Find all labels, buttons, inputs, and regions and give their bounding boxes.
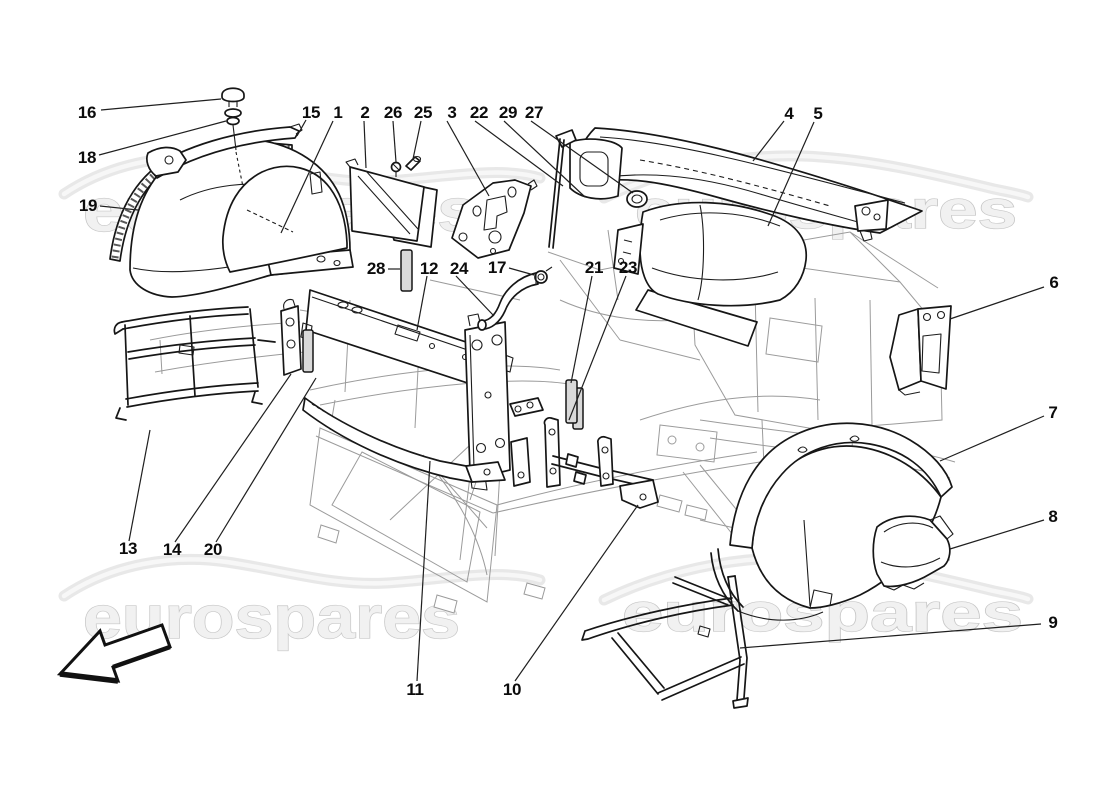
part-label-27: 27 [524,103,544,122]
leader-21 [570,275,593,384]
part-28-foam-pad [400,249,413,292]
leader-24 [455,275,495,317]
leader-10 [514,504,639,682]
leader-14 [174,373,292,543]
part-label-12: 12 [419,259,439,278]
part-label-25: 25 [413,103,433,122]
leader-27 [530,120,634,194]
part-label-19: 19 [78,196,98,215]
leader-22 [474,120,564,187]
part-13-tube-stand [113,306,276,421]
leader-6 [949,286,1045,320]
part-label-26: 26 [383,103,403,122]
part-label-7: 7 [1048,403,1058,422]
part-label-18: 18 [77,148,97,167]
part-4-5-windscreen-header-rail [548,127,923,249]
leader-29 [503,120,586,198]
part-21-foam-pad [565,379,578,424]
part-label-3: 3 [447,103,457,122]
part-label-28: 28 [366,259,386,278]
part-label-23: 23 [618,258,638,277]
part-20-foam-pad [302,329,314,373]
part-8-corner-panel [872,515,954,591]
leader-3 [446,120,490,197]
part-label-20: 20 [203,540,223,559]
cowl-duct-assembly [613,201,808,347]
leader-2 [363,120,367,169]
part-label-9: 9 [1048,613,1058,632]
part-label-17: 17 [487,258,507,277]
leader-1 [280,120,334,234]
part-14-pillar-bracket [280,298,302,376]
part-9-lower-frame [581,575,749,709]
part-label-6: 6 [1049,273,1059,292]
part-label-22: 22 [469,103,489,122]
part-label-8: 8 [1048,507,1058,526]
leader-26 [392,120,397,163]
leader-lines [98,98,1045,682]
watermark-swoosh-lower-left [58,553,546,602]
watermark-text-lower-left: eurospares [83,584,460,651]
part-label-14: 14 [162,540,182,559]
part-17-hose [477,266,553,331]
part-2-panel [345,158,438,248]
part-label-21: 21 [584,258,604,277]
leader-16 [100,98,222,111]
part-label-10: 10 [502,680,522,699]
part-16-cap [221,87,245,107]
part-label-15: 15 [301,103,321,122]
part-label-24: 24 [449,259,469,278]
leader-11 [416,460,431,682]
leader-9 [739,623,1042,649]
part-6-bracket [889,305,952,396]
leader-8 [949,519,1045,550]
part-29-end-plate [569,138,623,200]
part-10-support-bracket-assembly [509,397,659,509]
leader-17 [508,267,535,276]
part-label-4: 4 [784,104,794,123]
leader-20 [215,377,317,543]
part-27-boss [626,190,648,208]
part-label-5: 5 [813,104,823,123]
part-label-29: 29 [498,103,518,122]
leader-7 [939,415,1045,462]
leader-12 [416,275,428,331]
leader-15 [296,119,307,137]
part-1-front-wheelhouse [129,138,354,298]
leader-5 [767,121,815,227]
part-3-bracket-plate [451,179,538,259]
leader-13 [128,429,151,542]
direction-arrow-icon [56,623,172,684]
leader-18 [98,120,227,156]
part-26-screw [390,161,402,177]
leader-4 [752,120,785,162]
part-15-arch-trim-strip [146,123,303,179]
part-label-1: 1 [333,103,343,122]
leader-23 [568,275,627,421]
parts-layer [109,87,954,709]
part-label-2: 2 [360,103,370,122]
leader-19 [99,205,139,211]
part-18-washers [224,108,244,188]
leader-25 [412,120,422,160]
part-label-11: 11 [406,680,424,699]
part-label-13: 13 [118,539,138,558]
part-label-16: 16 [77,103,97,122]
